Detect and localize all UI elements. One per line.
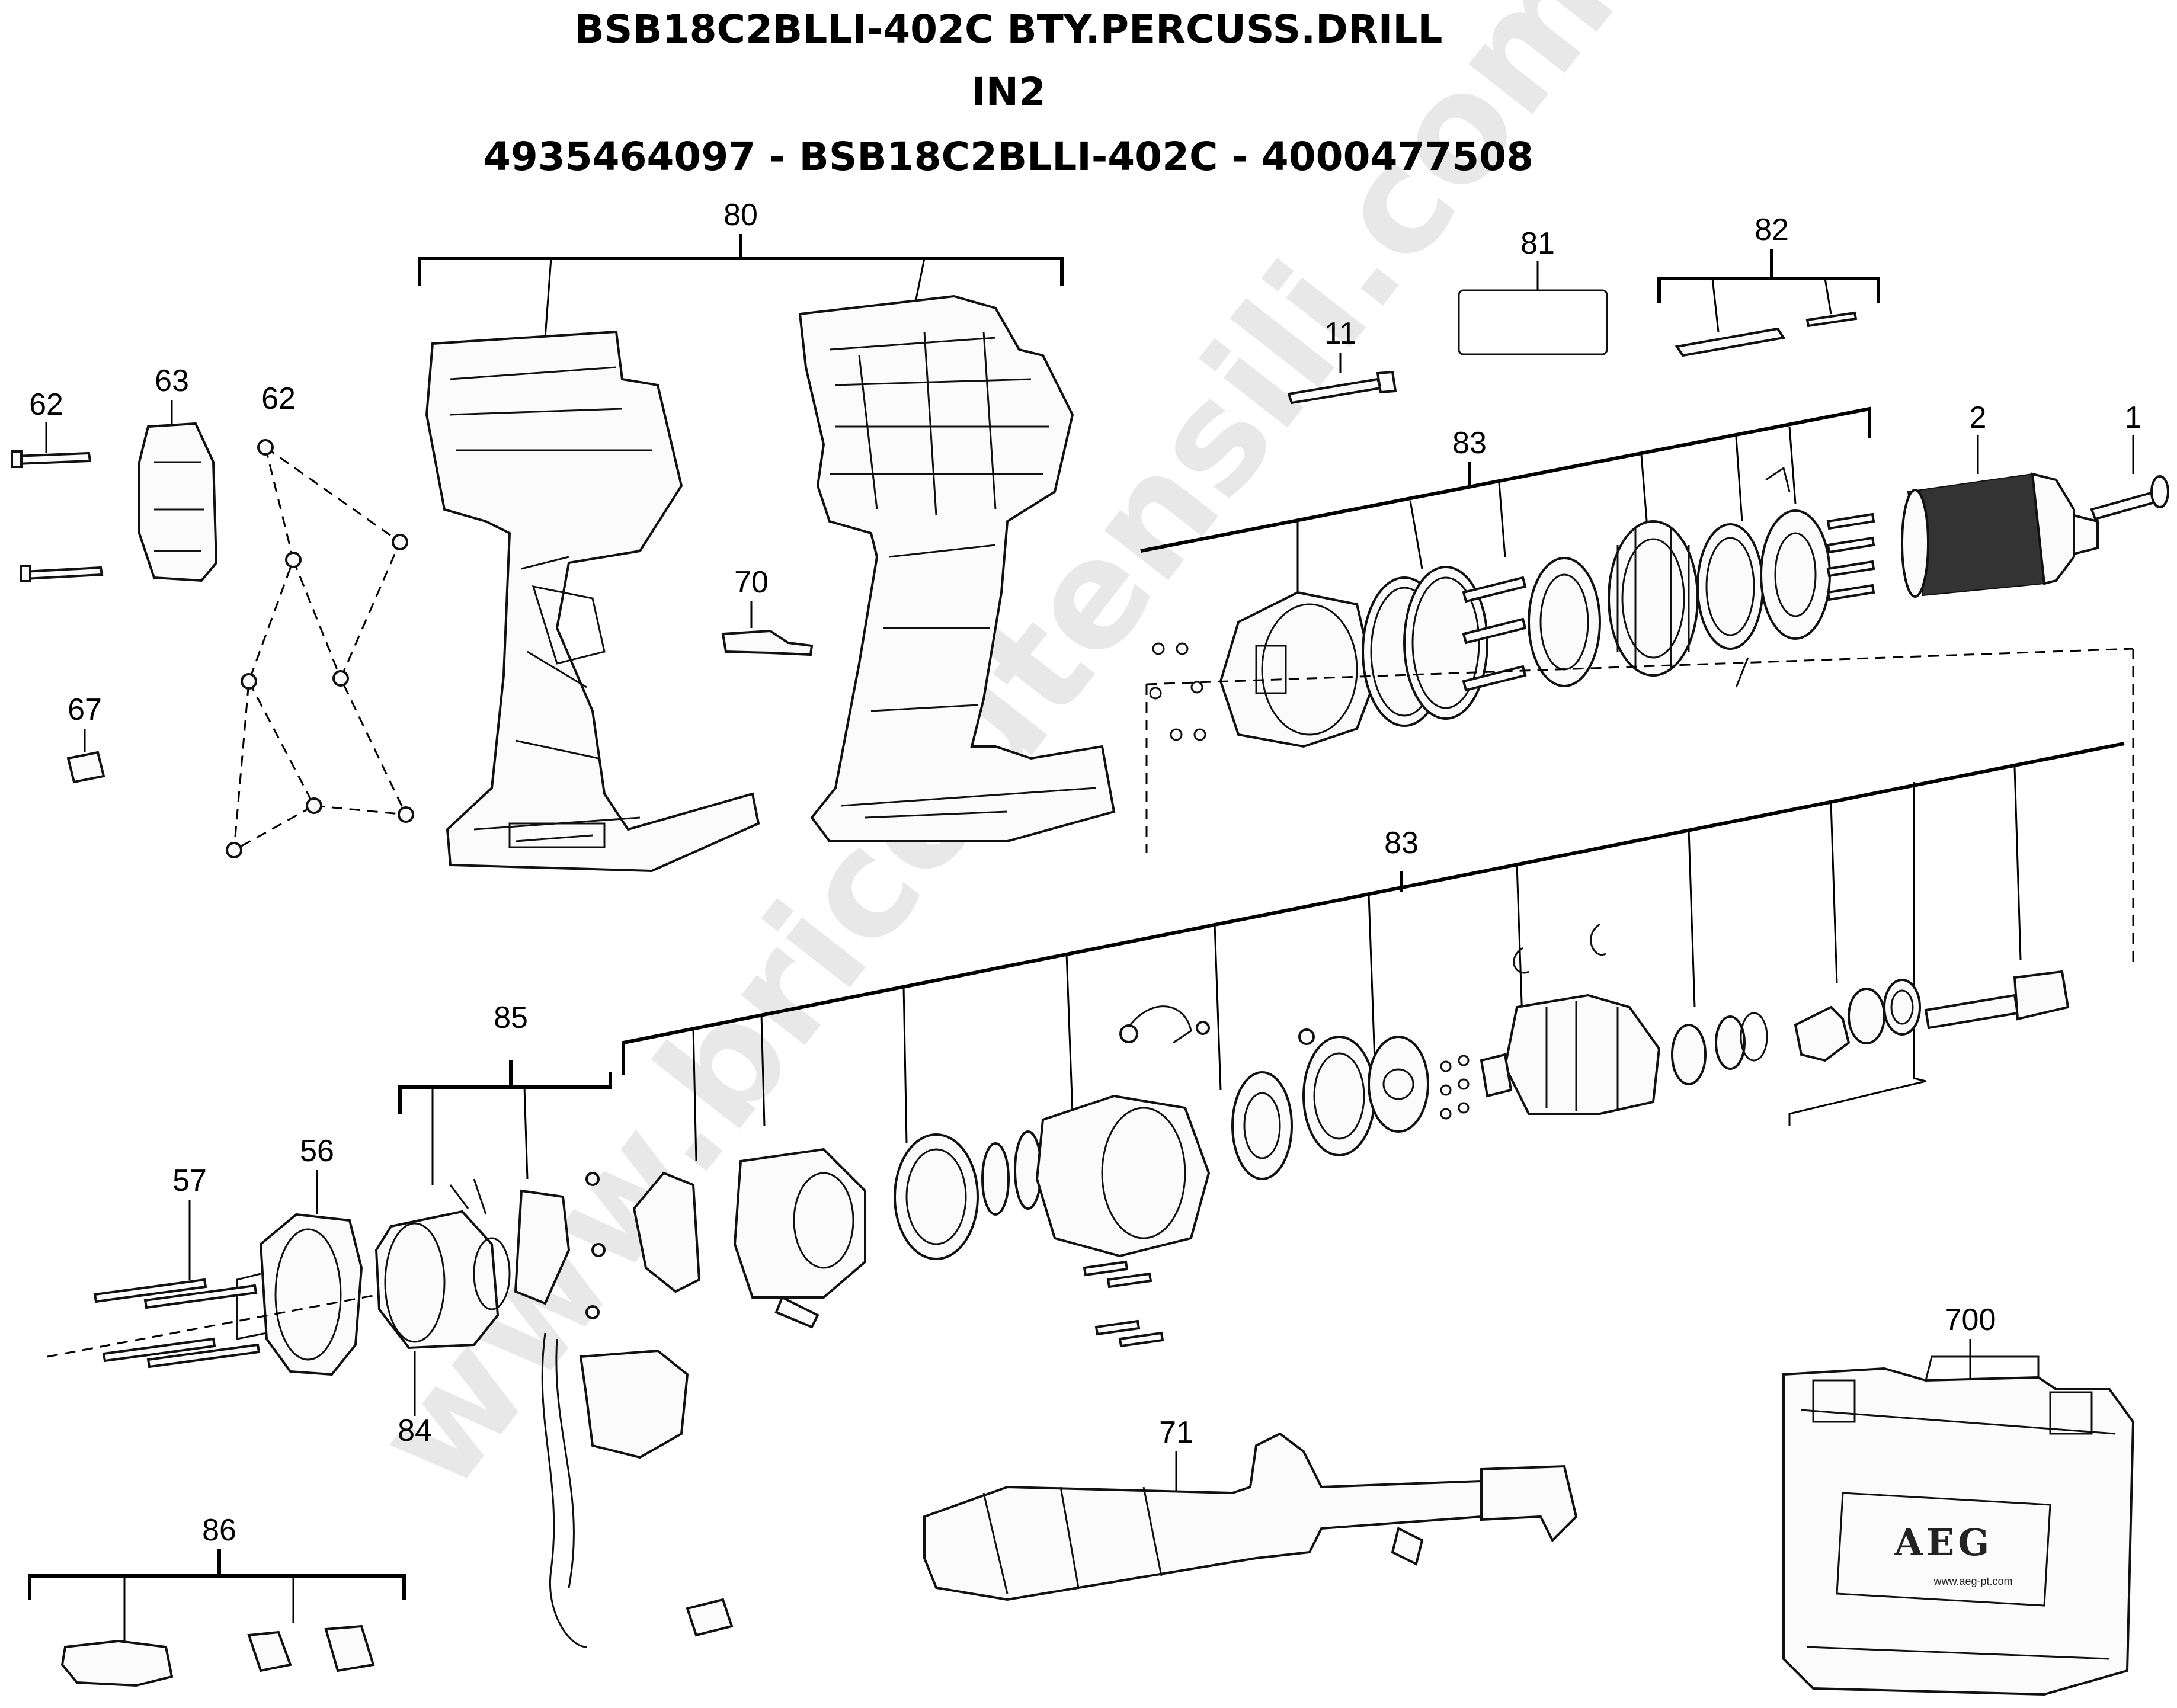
- bracket-85: [398, 1060, 612, 1185]
- part-86-battery-contacts: [60, 1624, 375, 1687]
- motor-rotor-board: [473, 1189, 571, 1310]
- label-1: 1: [2125, 400, 2142, 435]
- label-82: 82: [1755, 213, 1789, 247]
- part-2-keyless-chuck: [1901, 472, 2099, 598]
- title-variant: IN2: [971, 69, 1046, 115]
- part-82-pin: [1805, 311, 1858, 328]
- part-71-side-handle: [923, 1432, 1578, 1601]
- label-2: 2: [1970, 400, 1987, 435]
- label-85: 85: [494, 1001, 528, 1035]
- gearbox-housing: [1035, 1094, 1211, 1258]
- washer-rings: [1696, 466, 1831, 688]
- spindle-rings: [1671, 1012, 1768, 1085]
- planet-carrier: [1231, 1071, 1293, 1180]
- part-57-screws: [93, 1278, 261, 1369]
- dashed-axis-motor: [47, 1293, 380, 1358]
- bracket-83-lower: [622, 742, 2125, 1162]
- housing-right-half: [798, 294, 1116, 842]
- bracket-80: [418, 234, 1064, 338]
- part-62-screw-set: [226, 439, 414, 858]
- ring-gear: [894, 1133, 979, 1260]
- gearbox-mount: [733, 1148, 866, 1329]
- label-67: 67: [68, 693, 102, 727]
- dashed-group-frame: [1145, 648, 2134, 969]
- label-71: 71: [1159, 1415, 1193, 1450]
- spindle-seal: [1794, 979, 1921, 1062]
- label-80: 80: [723, 198, 758, 232]
- bracket-82: [1657, 249, 1880, 332]
- title-part-numbers: 4935464097 - BSB18C2BLLI-402C - 40004775…: [484, 134, 1533, 180]
- spindle: [1924, 970, 2070, 1030]
- pins-small: [1149, 642, 1206, 741]
- part-63-belt-clip: [138, 422, 218, 582]
- part-56-motor-cover: [236, 1213, 363, 1376]
- label-70: 70: [734, 565, 769, 600]
- case-brand-logo: AEG: [1894, 1521, 1993, 1564]
- part-81-label-plate: [1458, 289, 1608, 355]
- hammer-mechanism: [1480, 994, 1661, 1115]
- label-63: 63: [155, 364, 189, 398]
- small-screws-front: [1826, 512, 1875, 601]
- label-57: 57: [172, 1164, 207, 1198]
- part-82-clip: [1675, 327, 1786, 357]
- housing-left-half: [425, 330, 760, 873]
- part-70-lever: [721, 629, 814, 656]
- label-62-left: 62: [29, 387, 63, 422]
- title-model: BSB18C2BLLI-402C BTY.PERCUSS.DRILL: [575, 7, 1443, 52]
- part-62-screws-left: [11, 450, 104, 582]
- gear-screws: [1083, 1260, 1164, 1348]
- part-700-carry-case: [1782, 1355, 2135, 1696]
- clutch-housing: [1219, 591, 1376, 748]
- spring-clip: [1119, 1005, 1210, 1044]
- sun-gear: [1298, 1028, 1315, 1045]
- bracket-86: [28, 1549, 406, 1641]
- label-11: 11: [1324, 316, 1356, 351]
- bracket-83-upper: [1140, 406, 1871, 592]
- label-84: 84: [398, 1414, 432, 1448]
- clutch-cover: [1528, 557, 1601, 687]
- carrier-2: [1368, 1036, 1429, 1133]
- part-84-motor-stator: [374, 1178, 500, 1350]
- torque-ring: [1608, 520, 1699, 677]
- small-balls: [1440, 1055, 1470, 1120]
- switch-trigger: [541, 1332, 734, 1648]
- ring-gear-2: [1302, 1036, 1376, 1156]
- gear-plate: [632, 1171, 701, 1293]
- part-11-screw: [1287, 370, 1397, 405]
- case-website: www.aeg-pt.com: [1933, 1575, 2012, 1587]
- label-700: 700: [1945, 1303, 1996, 1337]
- part-1-chuck-screw: [2090, 475, 2169, 521]
- part-67-clip: [66, 751, 105, 784]
- label-86: 86: [202, 1513, 236, 1547]
- fastener-pins-motor: [585, 1172, 606, 1319]
- label-62-right: 62: [261, 382, 296, 416]
- label-83-lower: 83: [1384, 826, 1419, 860]
- hammer-springs: [1513, 923, 1606, 974]
- label-56: 56: [300, 1134, 334, 1168]
- label-81: 81: [1520, 226, 1555, 261]
- label-83-upper: 83: [1452, 426, 1487, 460]
